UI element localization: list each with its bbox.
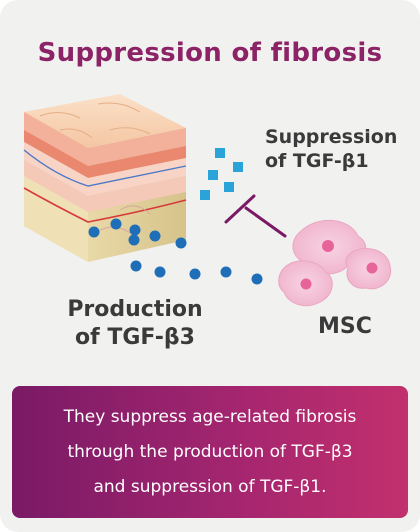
tgf-b3-dot bbox=[220, 266, 232, 278]
tgf-b1-square bbox=[224, 182, 234, 192]
tgf-b3-dot bbox=[149, 230, 161, 242]
description-panel: They suppress age-related fibrosis throu… bbox=[12, 386, 408, 518]
inhibition-icon bbox=[224, 194, 287, 238]
msc-label: MSC bbox=[318, 314, 372, 339]
tgf-b1-squares bbox=[200, 148, 243, 200]
production-label: Production of TGF-β3 bbox=[60, 296, 210, 351]
tgf-b3-dot bbox=[88, 226, 100, 238]
skin-block-icon bbox=[23, 94, 187, 262]
production-line-1: Production bbox=[67, 297, 203, 322]
production-line-2: of TGF-β3 bbox=[75, 324, 195, 350]
tgf-b3-dot bbox=[154, 266, 166, 278]
description-line-3: and suppression of TGF-β1. bbox=[93, 477, 327, 497]
tgf-b1-square bbox=[215, 148, 225, 158]
tgf-b1-square bbox=[200, 190, 210, 200]
tgf-b3-dot bbox=[128, 234, 140, 246]
msc-cells-icon bbox=[278, 219, 392, 307]
description-line-1: They suppress age-related fibrosis bbox=[63, 407, 357, 427]
fibrosis-diagram bbox=[23, 94, 392, 307]
tgf-b1-square bbox=[208, 170, 218, 180]
suppression-label: Suppression of TGF-β1 bbox=[265, 126, 397, 174]
tgf-b3-dot bbox=[189, 268, 201, 280]
suppression-line-1: Suppression bbox=[265, 126, 398, 148]
tgf-b3-dot bbox=[175, 237, 187, 249]
description-line-2: through the production of TGF-β3 bbox=[67, 442, 353, 462]
tgf-b3-dot bbox=[251, 273, 263, 285]
tgf-b3-dot bbox=[130, 260, 142, 272]
title: Suppression of fibrosis bbox=[37, 38, 383, 68]
suppression-line-2: of TGF-β1 bbox=[265, 149, 369, 172]
tgf-b3-dot bbox=[110, 218, 122, 230]
tgf-b1-square bbox=[233, 162, 243, 172]
tgf-b3-dot bbox=[129, 224, 141, 236]
tgf-b3-dots bbox=[88, 218, 263, 285]
